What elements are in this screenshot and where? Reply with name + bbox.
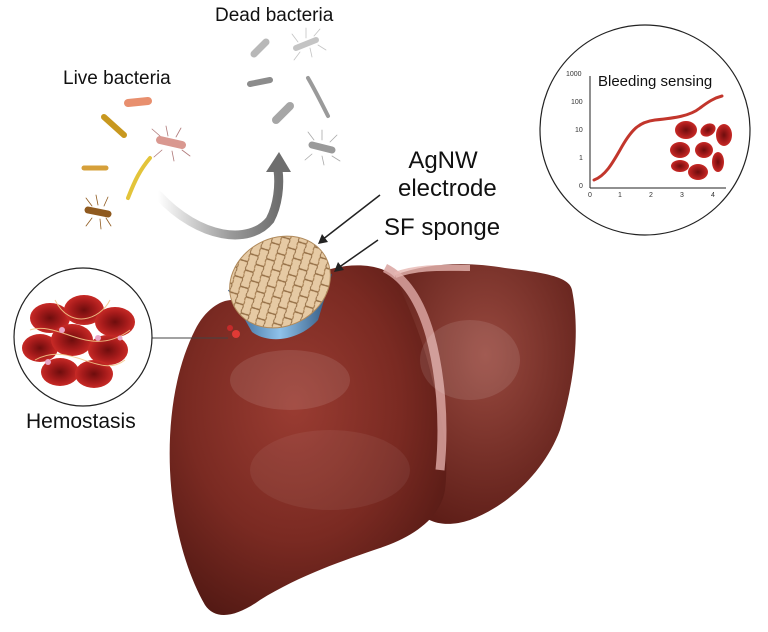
sf-sponge-label: SF sponge xyxy=(384,214,501,241)
rbc-icons xyxy=(670,121,732,180)
hemostasis-inset xyxy=(13,267,153,407)
falciform-ligament xyxy=(382,263,447,471)
x-tick-label: 0 xyxy=(588,192,592,199)
live-bacteria xyxy=(81,97,191,230)
liver-main-lobe xyxy=(169,265,447,616)
y-tick-label: 10 xyxy=(575,127,583,134)
bleeding-sensing-title: Bleeding sensing xyxy=(598,73,713,90)
agnw-label-line2: electrode xyxy=(398,175,497,202)
bleeding-sensing-inset xyxy=(539,24,751,236)
x-tick-label: 1 xyxy=(618,192,622,199)
liver xyxy=(169,263,576,616)
sensing-curve xyxy=(592,94,724,182)
x-tick-label: 4 xyxy=(711,192,715,199)
agnw-electrode-label: AgNW electrode xyxy=(398,147,497,203)
y-tick-label: 100 xyxy=(571,99,583,106)
x-tick-label: 2 xyxy=(649,192,653,199)
x-tick-label: 3 xyxy=(680,192,684,199)
y-tick-label: 0 xyxy=(579,183,583,190)
hemostasis-label: Hemostasis xyxy=(26,410,136,433)
live-bacteria-label: Live bacteria xyxy=(63,68,171,89)
y-tick-label: 1000 xyxy=(566,71,582,78)
rbc-cluster xyxy=(22,295,135,388)
sf-sponge-disc xyxy=(228,235,332,340)
dead-bacteria xyxy=(247,27,341,166)
pointer-arrows xyxy=(152,194,381,339)
y-tick-label: 1 xyxy=(579,155,583,162)
dead-bacteria-label: Dead bacteria xyxy=(215,5,334,26)
kill-arrow xyxy=(153,152,291,240)
agnw-label-line1: AgNW xyxy=(408,147,478,174)
